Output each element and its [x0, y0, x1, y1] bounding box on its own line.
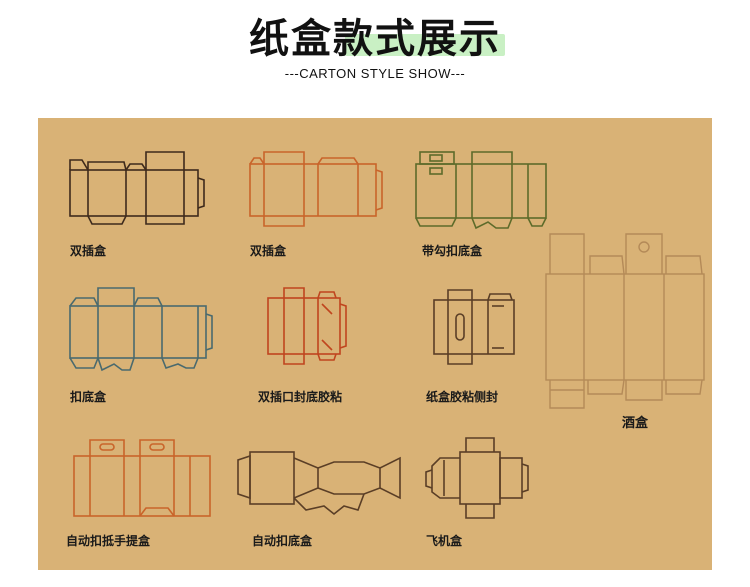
carton-label: 带勾扣底盒: [422, 244, 483, 258]
carton-label: 自动扣底盒: [252, 534, 313, 548]
tuck-end-box-icon: [249, 151, 383, 227]
handle-box-icon: [73, 439, 211, 517]
lock-bottom-box-icon: [69, 287, 213, 372]
tuck-end-box-icon: [69, 151, 205, 225]
carton-label: 双插盒: [70, 244, 107, 258]
mailer-box-icon: [425, 437, 529, 519]
page-header: 纸盒款式展示 ---CARTON STYLE SHOW---: [0, 0, 750, 118]
page-title: 纸盒款式展示: [249, 16, 501, 62]
carton-label: 双插口封底胶粘: [258, 390, 343, 404]
page-subtitle: ---CARTON STYLE SHOW---: [284, 66, 466, 81]
carton-label: 飞机盒: [426, 534, 463, 548]
title-highlight: [345, 34, 505, 56]
side-glued-box-icon: [433, 289, 515, 365]
glued-bottom-box-icon: [267, 287, 347, 365]
carton-label: 双插盒: [250, 244, 287, 258]
carton-gallery-panel: 双插盒 双插盒: [38, 118, 712, 570]
carton-label: 扣底盒: [70, 390, 107, 404]
carton-label: 纸盒胶粘侧封: [426, 390, 499, 404]
wine-box-icon: [545, 233, 705, 409]
carton-label: 酒盒: [622, 416, 649, 431]
auto-lock-bottom-box-icon: [237, 451, 401, 516]
hook-lock-bottom-box-icon: [415, 151, 547, 230]
carton-label: 自动扣抵手提盒: [66, 534, 151, 548]
